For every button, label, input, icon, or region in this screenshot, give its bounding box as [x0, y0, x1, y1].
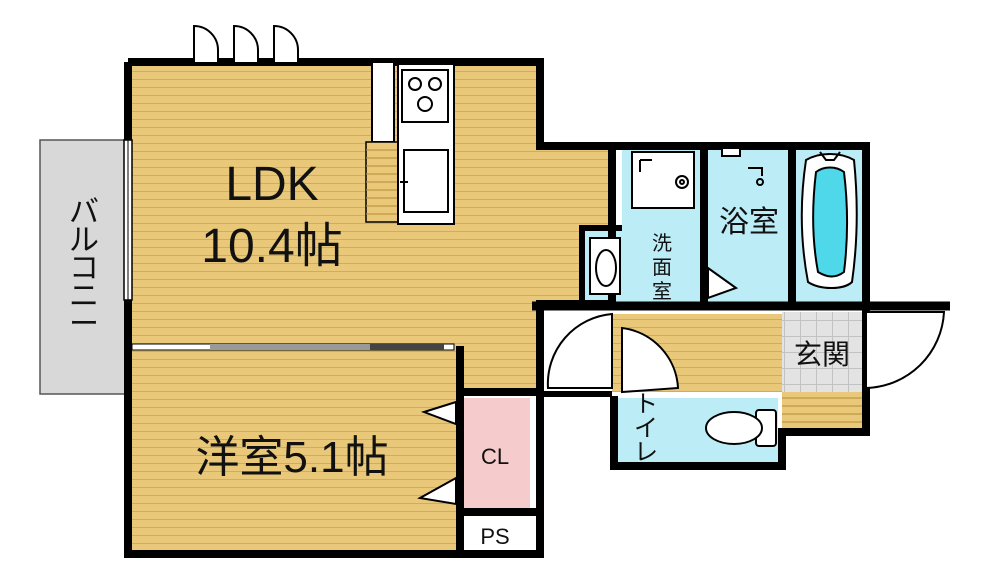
ldk-floor: [128, 62, 612, 392]
washing-machine-icon: [631, 151, 695, 209]
svg-text:面: 面: [652, 257, 672, 279]
svg-text:レ: レ: [634, 439, 658, 466]
western-room-floor: [128, 346, 460, 554]
toilet-door[interactable]: [621, 326, 680, 394]
svg-text:イ: イ: [634, 415, 658, 442]
bathroom-door-icon: [707, 266, 739, 300]
toilet-icon: [705, 409, 777, 447]
svg-text:洗: 洗: [652, 232, 672, 255]
vanity-wall: [579, 225, 622, 302]
balcony-window: [123, 139, 133, 301]
ldk-size-label: 10.4帖: [201, 220, 342, 273]
svg-text:ル: ル: [69, 224, 99, 257]
vanity-sink-icon: [589, 237, 621, 295]
entrance-door[interactable]: [865, 311, 946, 390]
western-room-size-label: 5.1帖: [283, 433, 388, 482]
stove-icon: [401, 69, 449, 123]
entrance-floor: [782, 312, 862, 428]
toilet-label: ト イ レ: [634, 391, 658, 466]
hallway-door[interactable]: [546, 312, 613, 389]
western-room-name-label: 洋室: [195, 433, 283, 482]
bath-label: 浴室: [719, 206, 779, 239]
balcony: [39, 139, 127, 395]
closet-door[interactable]: [417, 400, 457, 506]
top-windows: [193, 24, 299, 62]
closet-label: CL: [481, 444, 509, 469]
sliding-partition: [131, 343, 455, 351]
svg-text:ニ: ニ: [69, 280, 99, 313]
svg-text:バ: バ: [69, 196, 99, 229]
shower-icon: [721, 147, 764, 186]
svg-text:洋室5.1帖: 洋室5.1帖: [195, 433, 388, 482]
svg-text:ー: ー: [69, 308, 99, 341]
walls: [124, 58, 870, 558]
svg-text:室: 室: [652, 280, 672, 303]
ps-label: PS: [480, 524, 509, 549]
closet-floor: [460, 398, 530, 510]
entrance-label: 玄関: [794, 339, 850, 370]
sink-icon: [400, 149, 449, 213]
bathtub-icon: [800, 151, 858, 289]
ldk-name-label: LDK: [225, 158, 318, 211]
svg-text:コ: コ: [69, 252, 99, 285]
svg-text:ト: ト: [634, 391, 658, 418]
balcony-label: バ ル コ ニ ー: [69, 196, 99, 341]
washroom-label: 洗 面 室: [652, 232, 672, 303]
